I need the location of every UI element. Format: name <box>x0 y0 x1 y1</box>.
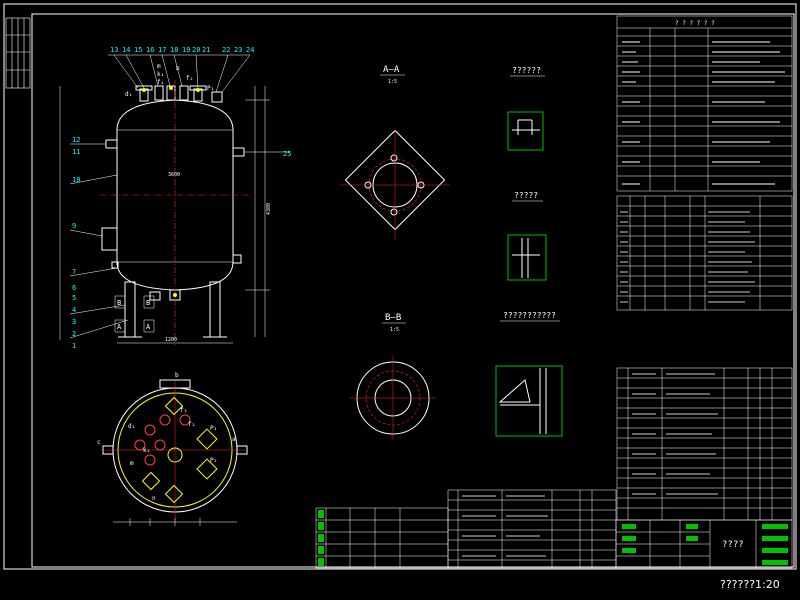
plan-label-f2: f₂ <box>188 421 195 428</box>
revision-markers <box>318 510 324 566</box>
callout-21: 21 <box>202 46 210 54</box>
callout-4: 4 <box>72 306 76 314</box>
callout-leaders-top <box>108 54 251 93</box>
plan-nozzles <box>134 396 218 504</box>
callout-16: 16 <box>146 46 154 54</box>
title-block <box>615 519 793 569</box>
callout-24: 24 <box>246 46 254 54</box>
plan-label-p2: P₂ <box>210 457 217 464</box>
title-block-markers <box>622 524 788 565</box>
detail-title-1: ?????? <box>512 66 541 75</box>
outer-border <box>3 3 797 570</box>
plan-labels: b d₁ f₁ f₂ c k₁ P₁ P₂ m a n <box>97 372 236 502</box>
callout-11: 11 <box>72 148 80 156</box>
plan-dimensions <box>113 518 237 526</box>
nozzle-label-d1: d₁ <box>125 91 132 98</box>
plan-view <box>102 379 248 520</box>
nozzle-table-filler <box>620 211 755 303</box>
nozzle-table <box>616 195 793 311</box>
nozzle-label-b: b <box>176 65 180 72</box>
view-marks: B A A B <box>114 295 155 333</box>
section-aa-scale: 1:5 <box>388 79 397 85</box>
callout-1: 1 <box>72 342 76 350</box>
parts-list-right-filler <box>632 373 718 495</box>
callout-3: 3 <box>72 318 76 326</box>
callout-22: 22 <box>222 46 230 54</box>
revision-block <box>315 507 449 569</box>
sheet-caption: ??????1:20 <box>720 578 780 591</box>
callouts-left: 12 11 10 9 7 6 5 4 3 2 1 <box>72 136 80 350</box>
spec-table-filler <box>622 41 785 185</box>
section-bb-title: B—B <box>385 313 401 323</box>
view-mark-a1: A <box>117 323 122 331</box>
nozzle-labels-top: d₁ m k₁ f₁ b f₂ P₁ <box>125 63 214 98</box>
callout-2: 2 <box>72 330 76 338</box>
dim-base: 1200 <box>165 337 177 343</box>
dimension-lines <box>59 86 270 344</box>
spec-table <box>616 15 793 192</box>
nozzle-label-f2: f₂ <box>186 75 193 82</box>
plan-label-d1: d₁ <box>128 423 135 430</box>
plan-label-b: b <box>175 372 179 379</box>
detail-view-1 <box>507 111 544 151</box>
parts-list-right <box>616 367 793 521</box>
plan-label-a: a <box>232 436 236 443</box>
detail-title-2: ????? <box>514 191 538 200</box>
nozzle-label-k1: k₁ <box>157 71 164 78</box>
section-aa-drawing <box>340 129 450 240</box>
nozzle-label-m: m <box>157 63 161 70</box>
nozzle-label-p1: P₁ <box>207 85 214 92</box>
callout-12: 12 <box>72 136 80 144</box>
callout-25: 25 <box>283 150 291 158</box>
section-bb-drawing <box>350 356 436 440</box>
spec-table-header: ? ? ? ? ? ? <box>675 20 715 27</box>
plan-label-m: m <box>130 460 134 467</box>
detail-title-3: ??????????? <box>503 311 556 320</box>
callout-6: 6 <box>72 284 76 292</box>
callout-23: 23 <box>234 46 242 54</box>
title-block-name: ???? <box>722 540 744 550</box>
dim-body: 3600 <box>168 172 180 178</box>
plan-label-f1: f₁ <box>180 407 187 414</box>
plan-label-p1: P₁ <box>210 425 217 432</box>
callouts-top: 13 14 15 16 17 18 19 20 21 22 23 24 <box>110 46 254 54</box>
callout-leaders-left <box>69 143 129 339</box>
callout-10: 10 <box>72 176 80 184</box>
callout-17: 17 <box>158 46 166 54</box>
nozzle-label-f1: f₁ <box>157 79 164 86</box>
callout-7: 7 <box>72 268 76 276</box>
vessel-centerlines <box>100 80 250 345</box>
callout-14: 14 <box>122 46 130 54</box>
dim-total-height: 4380 <box>266 203 272 215</box>
view-mark-b2: B <box>146 299 150 307</box>
detail-view-2 <box>507 234 547 281</box>
callout-13: 13 <box>110 46 118 54</box>
section-aa-title: A—A <box>383 65 400 75</box>
parts-list-bottom-filler <box>462 495 548 557</box>
callout-19: 19 <box>182 46 190 54</box>
section-bb-scale: 1:5 <box>390 327 399 333</box>
plan-label-k1: k₁ <box>143 447 150 454</box>
detail-view-3 <box>495 365 563 437</box>
callout-5: 5 <box>72 294 76 302</box>
plan-label-n: n <box>152 495 156 502</box>
callout-9: 9 <box>72 222 76 230</box>
nozzle-markers <box>142 86 200 297</box>
binding-strip <box>5 17 31 89</box>
inner-border <box>31 13 795 568</box>
view-mark-a2: A <box>146 323 151 331</box>
vessel-elevation <box>101 85 245 338</box>
view-mark-b1: B <box>117 299 121 307</box>
plan-label-c: c <box>97 439 101 446</box>
callout-18: 18 <box>170 46 178 54</box>
callout-20: 20 <box>192 46 200 54</box>
callout-15: 15 <box>134 46 142 54</box>
